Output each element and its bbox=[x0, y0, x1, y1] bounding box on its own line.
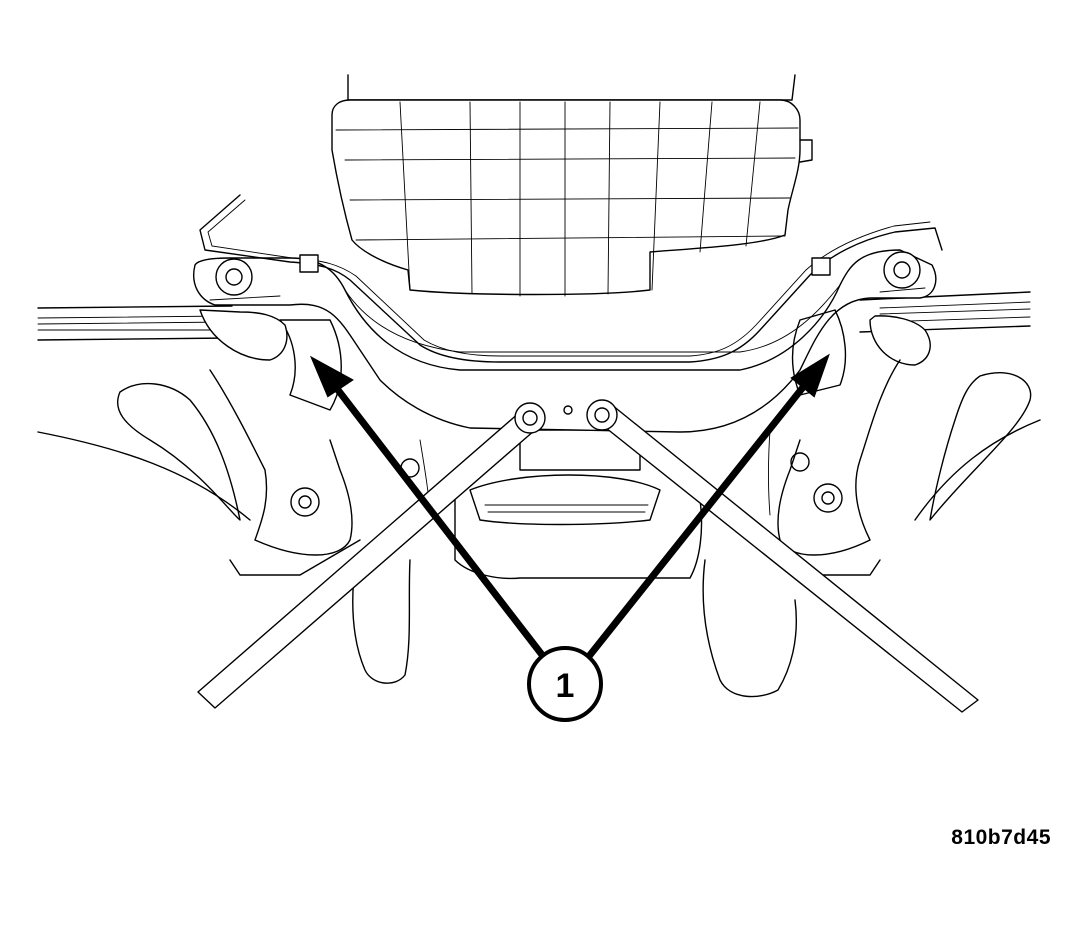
tool-bar-right bbox=[595, 404, 979, 713]
figure-reference-code: 810b7d45 bbox=[951, 826, 1051, 849]
callout-label: 1 bbox=[556, 667, 575, 705]
bolt-right-lower bbox=[813, 483, 843, 513]
transmission-housing bbox=[331, 74, 813, 297]
leader-line-right bbox=[582, 382, 808, 664]
bolt-right-outer bbox=[883, 251, 921, 289]
crossmember-bolts bbox=[215, 251, 921, 517]
lower-arms bbox=[209, 359, 901, 576]
body-contours bbox=[37, 371, 1041, 521]
crossmember bbox=[193, 249, 937, 433]
callout-circle bbox=[527, 646, 603, 722]
arrowhead-right bbox=[790, 353, 830, 398]
tube-lines bbox=[199, 194, 943, 363]
bolt-left-outer bbox=[215, 258, 253, 296]
callout-leaders bbox=[309, 353, 830, 664]
tool-bars bbox=[197, 399, 979, 713]
tool-pivot-left bbox=[514, 402, 546, 434]
arrowhead-left bbox=[309, 355, 354, 398]
callout-1: 1 bbox=[527, 646, 603, 722]
leader-line-left bbox=[334, 386, 550, 664]
left-frame-rail bbox=[37, 305, 233, 341]
tool-pivot-right bbox=[586, 399, 618, 431]
tool-bar-left bbox=[197, 411, 536, 709]
bolt-left-lower bbox=[290, 487, 320, 517]
